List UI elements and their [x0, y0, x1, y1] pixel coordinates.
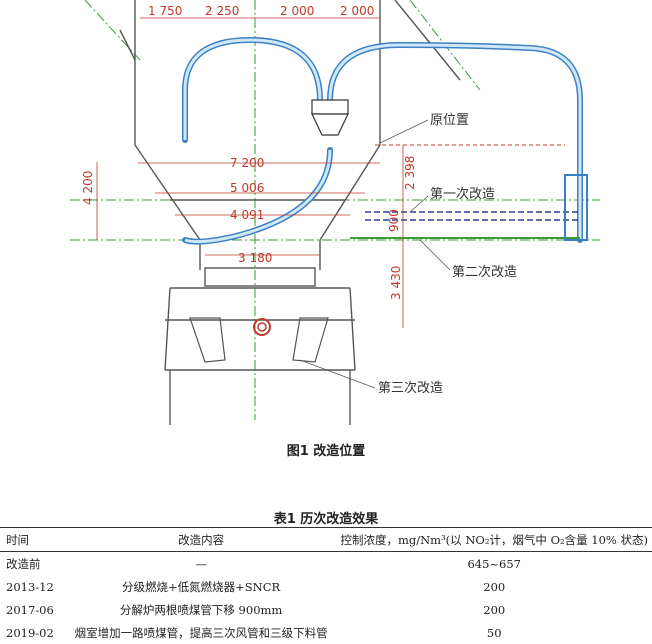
table-header-row: 时间 改造内容 控制浓度，mg/Nm³(以 NO₂计，烟气中 O₂含量 10% …: [0, 527, 652, 552]
figure-caption: 图1 改造位置: [286, 444, 366, 459]
cell-content: —: [195, 556, 207, 571]
dim-vert-3: 3 430: [389, 266, 403, 300]
cell-time: 2017-06: [6, 602, 54, 617]
figure-1-renovation-diagram: 1 750 2 250 2 000 2 000 7 200 5 006 4 09…: [70, 0, 600, 425]
duct-pipes-inner: [183, 38, 582, 244]
header-concentration: 控制浓度，mg/Nm³(以 NO₂计，烟气中 O₂含量 10% 状态): [340, 532, 648, 547]
cell-concentration: 200: [483, 602, 506, 617]
table-row: 2017-06 分解炉两根喷煤管下移 900mm 200: [0, 598, 652, 621]
header-content: 改造内容: [178, 532, 225, 547]
cell-content: 烟室增加一路喷煤管，提高三次风管和三级下料管: [74, 625, 328, 640]
renovation-results-table: 时间 改造内容 控制浓度，mg/Nm³(以 NO₂计，烟气中 O₂含量 10% …: [0, 527, 652, 644]
dimension-lines: [96, 17, 404, 328]
cell-concentration: 200: [483, 579, 506, 594]
dim-mid-3: 4 091: [230, 208, 264, 222]
dim-top-4: 2 000: [340, 4, 374, 18]
table-row: 2013-12 分级燃烧+低氮燃烧器+SNCR 200: [0, 575, 652, 598]
dim-left: 4 200: [81, 171, 95, 205]
cyclone: [311, 99, 349, 136]
cell-concentration: 645~657: [467, 556, 521, 571]
dim-top-1: 1 750: [148, 4, 182, 18]
dim-mid-4: 3 180: [238, 251, 272, 265]
burner-pipes: [253, 144, 588, 336]
label-second-renovation: 第二次改造: [452, 264, 517, 280]
table-caption: 表1 历次改造效果: [273, 512, 379, 527]
cell-content: 分级燃烧+低氮燃烧器+SNCR: [122, 579, 281, 594]
cell-time: 改造前: [6, 556, 41, 571]
label-original-position: 原位置: [430, 113, 469, 128]
cell-time: 2013-12: [6, 579, 54, 594]
dim-vert-2: 900: [387, 209, 401, 232]
cell-concentration: 50: [486, 625, 502, 640]
dim-vert-1: 2 398: [403, 156, 417, 190]
dim-top-3: 2 000: [280, 4, 314, 18]
dim-mid-1: 7 200: [230, 156, 264, 170]
reference-lines: [70, 0, 600, 420]
cell-content: 分解炉两根喷煤管下移 900mm: [119, 602, 283, 617]
dim-mid-2: 5 006: [230, 181, 264, 195]
leader-lines: [299, 119, 451, 389]
dim-top-2: 2 250: [205, 4, 239, 18]
label-third-renovation: 第三次改造: [378, 380, 443, 396]
header-time: 时间: [6, 532, 29, 547]
table-row: 2019-02 烟室增加一路喷煤管，提高三次风管和三级下料管 50: [0, 621, 652, 644]
tertiary-ducts: [189, 317, 329, 363]
table-row: 改造前 — 645~657: [0, 552, 652, 576]
cell-time: 2019-02: [6, 625, 54, 640]
label-first-renovation: 第一次改造: [430, 186, 495, 202]
